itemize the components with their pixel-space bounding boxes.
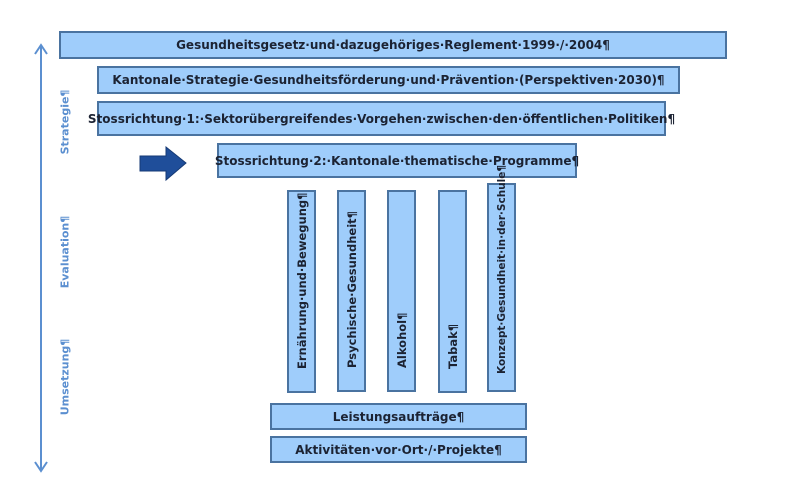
axis-label-implementation: Umsetzung¶: [58, 338, 72, 416]
program-label: Konzept·Gesundheit·in·der·Schule¶: [495, 164, 508, 374]
box-thrust-1: Stossrichtung·1:·Sektorübergreifendes·Vo…: [88, 101, 675, 136]
axis-label-evaluation: Evaluation¶: [58, 215, 72, 289]
box-activities: Aktivitäten·vor·Ort·/·Projekte¶: [270, 436, 527, 463]
program-label: Alkohol¶: [394, 312, 409, 368]
program-nutrition: Ernährung·und·Bewegung¶: [287, 190, 316, 393]
program-label: Tabak¶: [445, 323, 460, 369]
axis-label-strategy: Strategie¶: [58, 89, 72, 155]
box-law: Gesundheitsgesetz·und·dazugehöriges·Regl…: [59, 31, 727, 59]
box-mandates: Leistungsaufträge¶: [270, 403, 527, 430]
program-label: Psychische·Gesundheit¶: [344, 211, 359, 368]
right-arrow-icon: [139, 145, 187, 182]
program-alcohol: Alkohol¶: [387, 190, 416, 392]
program-label: Ernährung·und·Bewegung¶: [294, 192, 309, 369]
program-mental-health: Psychische·Gesundheit¶: [337, 190, 366, 392]
box-strategy: Kantonale·Strategie·Gesundheitsförderung…: [97, 66, 680, 94]
program-school-health: Konzept·Gesundheit·in·der·Schule¶: [487, 165, 516, 392]
program-tobacco: Tabak¶: [438, 190, 467, 393]
box-thrust-2: Stossrichtung·2:·Kantonale·thematische·P…: [215, 143, 579, 178]
